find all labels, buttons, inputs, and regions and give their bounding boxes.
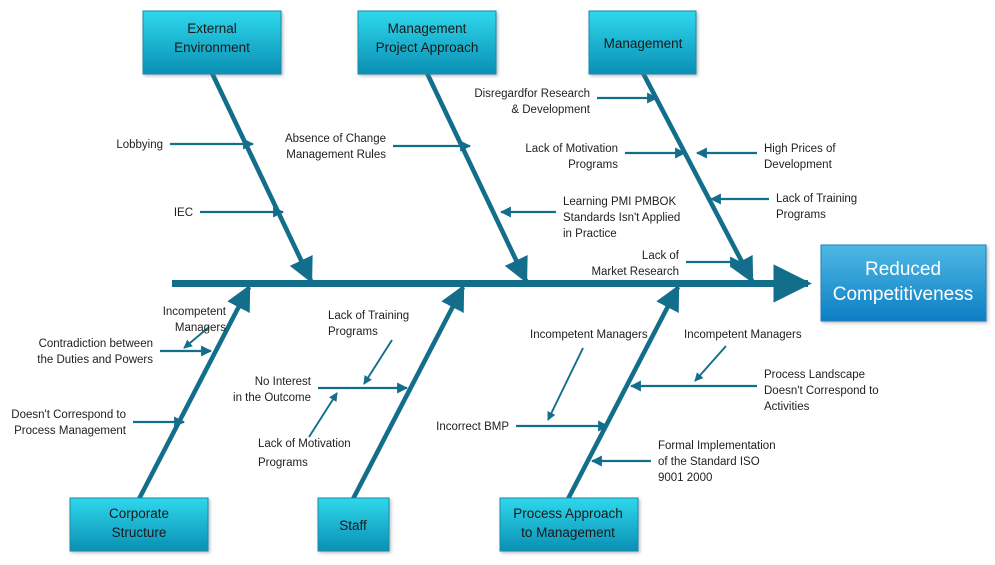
svg-text:Incompetent Managers: Incompetent Managers <box>530 329 648 341</box>
svg-text:Activities: Activities <box>764 401 810 413</box>
cause-label-lack-motivation-mgmt: Lack of Motivation Programs <box>525 143 618 171</box>
category-label-management-project-approach-line2: Project Approach <box>376 40 479 55</box>
rib-process-approach <box>565 284 681 501</box>
svg-text:Market Research: Market Research <box>591 266 679 278</box>
subcause-arrow-lack-training-staff <box>363 339 393 385</box>
svg-text:Absence of Change: Absence of Change <box>285 133 386 145</box>
cause-label-high-prices: High Prices of Development <box>764 143 836 171</box>
svg-text:Programs: Programs <box>568 159 618 171</box>
subcause-arrow-incompetent-managers-proc-a <box>547 347 584 421</box>
svg-text:Development: Development <box>764 159 833 171</box>
cause-arrows-corporate-structure <box>133 326 213 428</box>
rib-management <box>640 71 755 284</box>
svg-text:Lack of Motivation: Lack of Motivation <box>258 438 351 450</box>
svg-text:Lack of Training: Lack of Training <box>328 310 409 322</box>
rib-corporate-structure <box>136 284 252 501</box>
svg-text:& Development: & Development <box>511 104 590 116</box>
category-box-corporate-structure[interactable]: Corporate Structure <box>69 497 209 552</box>
svg-text:Lack of Motivation: Lack of Motivation <box>525 143 618 155</box>
svg-text:Formal Implementation: Formal Implementation <box>658 440 776 452</box>
svg-text:IEC: IEC <box>174 207 193 219</box>
svg-text:Process Landscape: Process Landscape <box>764 369 865 381</box>
category-box-process-approach[interactable]: Process Approach to Management <box>499 497 639 552</box>
svg-text:Lack of: Lack of <box>642 250 680 262</box>
category-label-management-project-approach-line1: Management <box>388 21 467 36</box>
subcause-arrow-lack-motivation-staff <box>308 392 338 438</box>
category-box-external-environment[interactable]: External Environment <box>142 10 282 75</box>
svg-text:High Prices of: High Prices of <box>764 143 836 155</box>
svg-text:Lobbying: Lobbying <box>116 139 163 151</box>
svg-text:Programs: Programs <box>328 326 378 338</box>
cause-label-no-interest-outcome: No Interest in the Outcome <box>233 376 312 404</box>
svg-text:Standards Isn't Applied: Standards Isn't Applied <box>563 212 680 224</box>
svg-text:No Interest: No Interest <box>255 376 312 388</box>
category-label-corporate-structure-line1: Corporate <box>109 506 169 521</box>
cause-label-lack-training-mgmt: Lack of Training Programs <box>776 193 857 221</box>
cause-label-process-landscape: Process Landscape Doesn't Correspond to … <box>764 369 879 413</box>
rib-external-environment <box>209 72 314 284</box>
category-box-management-project-approach[interactable]: Management Project Approach <box>357 10 497 75</box>
svg-text:in Practice: in Practice <box>563 228 617 240</box>
cause-label-lack-training-staff: Lack of Training Programs <box>328 310 409 338</box>
svg-text:Doesn't Correspond to: Doesn't Correspond to <box>11 409 126 421</box>
cause-label-iec: IEC <box>174 207 193 219</box>
cause-label-incorrect-bmp: Incorrect BMP <box>436 421 509 433</box>
cause-label-incompetent-managers-corp: Incompetent Managers <box>163 306 227 334</box>
svg-text:Incorrect BMP: Incorrect BMP <box>436 421 509 433</box>
cause-label-lack-market-research: Lack of Market Research <box>591 250 679 278</box>
effect-label-line1: Reduced <box>865 259 941 280</box>
category-label-external-environment-line1: External <box>187 21 237 36</box>
cause-arrows-external-environment <box>170 138 285 218</box>
svg-text:Contradiction between: Contradiction between <box>39 338 153 350</box>
category-label-process-approach-line2: to Management <box>521 525 615 540</box>
svg-text:Incompetent Managers: Incompetent Managers <box>684 329 802 341</box>
svg-text:Lack of Training: Lack of Training <box>776 193 857 205</box>
svg-text:Learning PMI PMBOK: Learning PMI PMBOK <box>563 196 676 208</box>
category-label-process-approach-line1: Process Approach <box>513 506 623 521</box>
cause-label-lack-motivation-staff: Lack of Motivation Programs <box>258 438 351 469</box>
svg-text:of the Standard ISO: of the Standard ISO <box>658 456 760 468</box>
category-box-staff[interactable]: Staff <box>317 497 390 552</box>
cause-arrows-staff <box>308 339 409 438</box>
cause-label-learning-pmbok: Learning PMI PMBOK Standards Isn't Appli… <box>563 196 680 240</box>
category-box-management[interactable]: Management <box>588 10 697 75</box>
svg-text:Management Rules: Management Rules <box>286 149 386 161</box>
cause-label-disregard-rd: Disregardfor Research & Development <box>474 88 590 116</box>
svg-text:Process Management: Process Management <box>14 425 127 437</box>
svg-text:in the Outcome: in the Outcome <box>233 392 311 404</box>
svg-text:Managers: Managers <box>175 322 226 334</box>
category-label-corporate-structure-line2: Structure <box>112 525 167 540</box>
svg-text:Programs: Programs <box>776 209 826 221</box>
effect-label-line2: Competitiveness <box>833 284 973 305</box>
cause-arrows-management <box>597 92 769 268</box>
cause-label-doesnt-correspond-pm: Doesn't Correspond to Process Management <box>11 409 126 437</box>
cause-arrows-management-project-approach <box>393 140 556 218</box>
cause-arrows-process-approach <box>516 345 757 467</box>
cause-label-incompetent-managers-proc-a: Incompetent Managers <box>530 329 648 341</box>
effect-box-reduced-competitiveness[interactable]: Reduced Competitiveness <box>820 244 987 322</box>
category-label-external-environment-line2: Environment <box>174 40 250 55</box>
cause-label-absence-change-rules: Absence of Change Management Rules <box>285 133 386 161</box>
svg-text:9001 2000: 9001 2000 <box>658 472 712 484</box>
cause-label-formal-implementation-iso: Formal Implementation of the Standard IS… <box>658 440 776 484</box>
svg-text:Doesn't Correspond to: Doesn't Correspond to <box>764 385 879 397</box>
svg-text:Programs: Programs <box>258 457 308 469</box>
svg-text:the Duties and Powers: the Duties and Powers <box>37 354 153 366</box>
rib-management-project-approach <box>424 72 529 284</box>
svg-text:Disregardfor Research: Disregardfor Research <box>474 88 590 100</box>
category-label-management-line1: Management <box>604 36 683 51</box>
svg-text:Incompetent: Incompetent <box>163 306 227 318</box>
subcause-arrow-incompetent-managers-corp <box>183 326 210 349</box>
cause-label-lobbying: Lobbying <box>116 139 163 151</box>
category-label-staff-line1: Staff <box>339 518 367 533</box>
cause-label-contradiction-duties: Contradiction between the Duties and Pow… <box>37 338 153 366</box>
subcause-arrow-incompetent-managers-proc-b <box>694 345 727 382</box>
cause-label-incompetent-managers-proc-b: Incompetent Managers <box>684 329 802 341</box>
